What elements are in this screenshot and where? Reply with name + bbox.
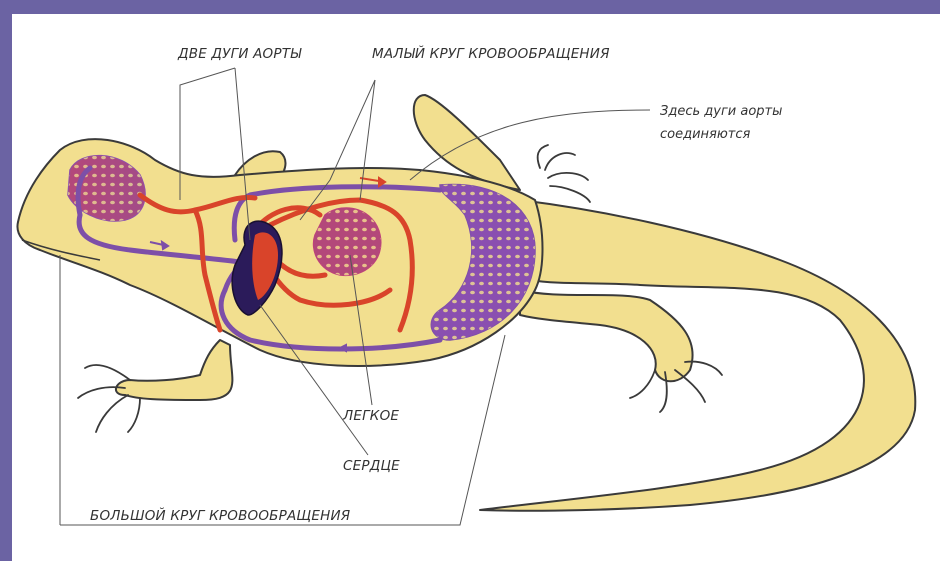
label-aortic-arches: ДВЕ ДУГИ АОРТЫ [177, 46, 302, 62]
label-arches-join-line1: Здесь дуги аорты [660, 104, 782, 119]
tail [480, 200, 915, 511]
label-heart: СЕРДЦЕ [343, 458, 400, 474]
front-right-leg [116, 340, 232, 400]
lung-capillaries [314, 208, 381, 275]
label-arches-join-line2: соединяются [660, 127, 751, 142]
lizard-circulation-diagram: ДВЕ ДУГИ АОРТЫ МАЛЫЙ КРУГ КРОВООБРАЩЕНИЯ… [12, 14, 940, 561]
label-pulmonary-circulation: МАЛЫЙ КРУГ КРОВООБРАЩЕНИЯ [372, 44, 610, 62]
label-lung: ЛЕГКОЕ [342, 408, 399, 424]
back-right-leg [520, 290, 693, 381]
label-systemic-circulation: БОЛЬШОЙ КРУГ КРОВООБРАЩЕНИЯ [90, 506, 351, 524]
diagram-canvas: ДВЕ ДУГИ АОРТЫ МАЛЫЙ КРУГ КРОВООБРАЩЕНИЯ… [12, 14, 940, 561]
